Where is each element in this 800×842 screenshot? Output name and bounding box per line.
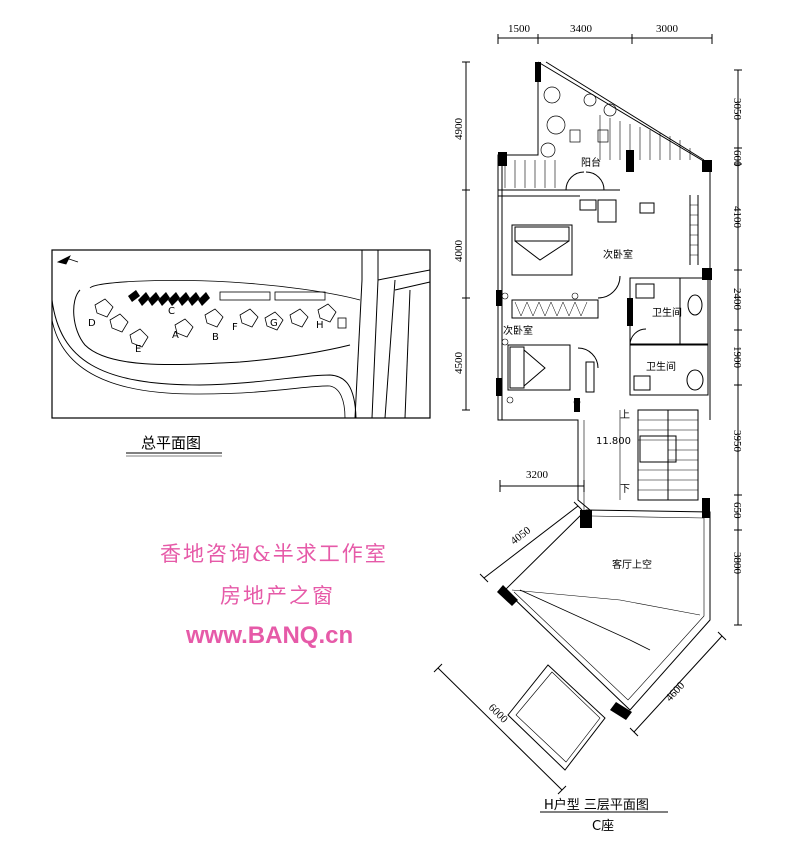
dim-right-4: 2400 [731,288,743,311]
dim-top-1: 1500 [508,23,531,35]
room-labels: 阳台 次卧室 次卧室 卫生间 卫生间 客厅上空 上 下 11.800 [503,156,682,571]
floor-plan-subtitle: C座 [592,819,615,834]
room-bathroom-1: 卫生间 [652,306,682,319]
dim-right-3: 4100 [731,206,743,229]
dim-left-1: 4900 [453,118,465,141]
site-label-b: B [212,332,219,343]
dim-right-5: 1900 [731,346,743,369]
room-bedroom-2: 次卧室 [503,324,533,337]
dim-right-6: 3950 [731,430,743,453]
dim-lower-2: 4050 [508,524,533,547]
site-label-h: H [316,320,324,331]
dim-lower-3: 6000 [486,702,510,726]
stair-down-label: 下 [620,484,630,495]
dim-left-2: 4000 [453,240,465,263]
room-living-void: 客厅上空 [612,558,652,571]
floor-plan [126,34,742,813]
dim-left-3: 4500 [453,352,465,375]
site-label-e: E [135,344,141,355]
site-plan-caption: 总平面图 [141,434,202,452]
room-balcony: 阳台 [581,156,601,169]
site-plan: C D E A B F G H [51,249,431,419]
watermark-url[interactable]: www.BANQ.cn [186,622,354,649]
floor-plan-title: H户型 三层平面图 [544,798,649,813]
site-label-g: G [270,318,278,329]
dim-top-3: 3000 [656,23,679,35]
dim-top-2: 3400 [570,23,593,35]
room-bedroom-1: 次卧室 [603,248,633,261]
dim-right-8: 3800 [731,552,743,575]
watermark-line-2: 房地产之窗 [220,584,335,608]
dim-lower-1: 3200 [526,469,549,481]
room-bathroom-2: 卫生间 [646,360,676,373]
elevation-label: 11.800 [596,436,631,447]
dim-right-2: 600 [731,150,743,167]
site-label-a: A [172,330,179,341]
dim-right-7: 650 [731,502,743,519]
watermark-line-1: 香地咨询&半求工作室 [160,542,388,566]
dim-right-1: 3050 [731,98,743,121]
stair-up-label: 上 [620,409,630,421]
site-label-c: C [168,306,175,317]
dim-lower-4: 4600 [663,679,687,704]
site-label-f: F [232,322,238,333]
site-label-d: D [88,318,96,329]
